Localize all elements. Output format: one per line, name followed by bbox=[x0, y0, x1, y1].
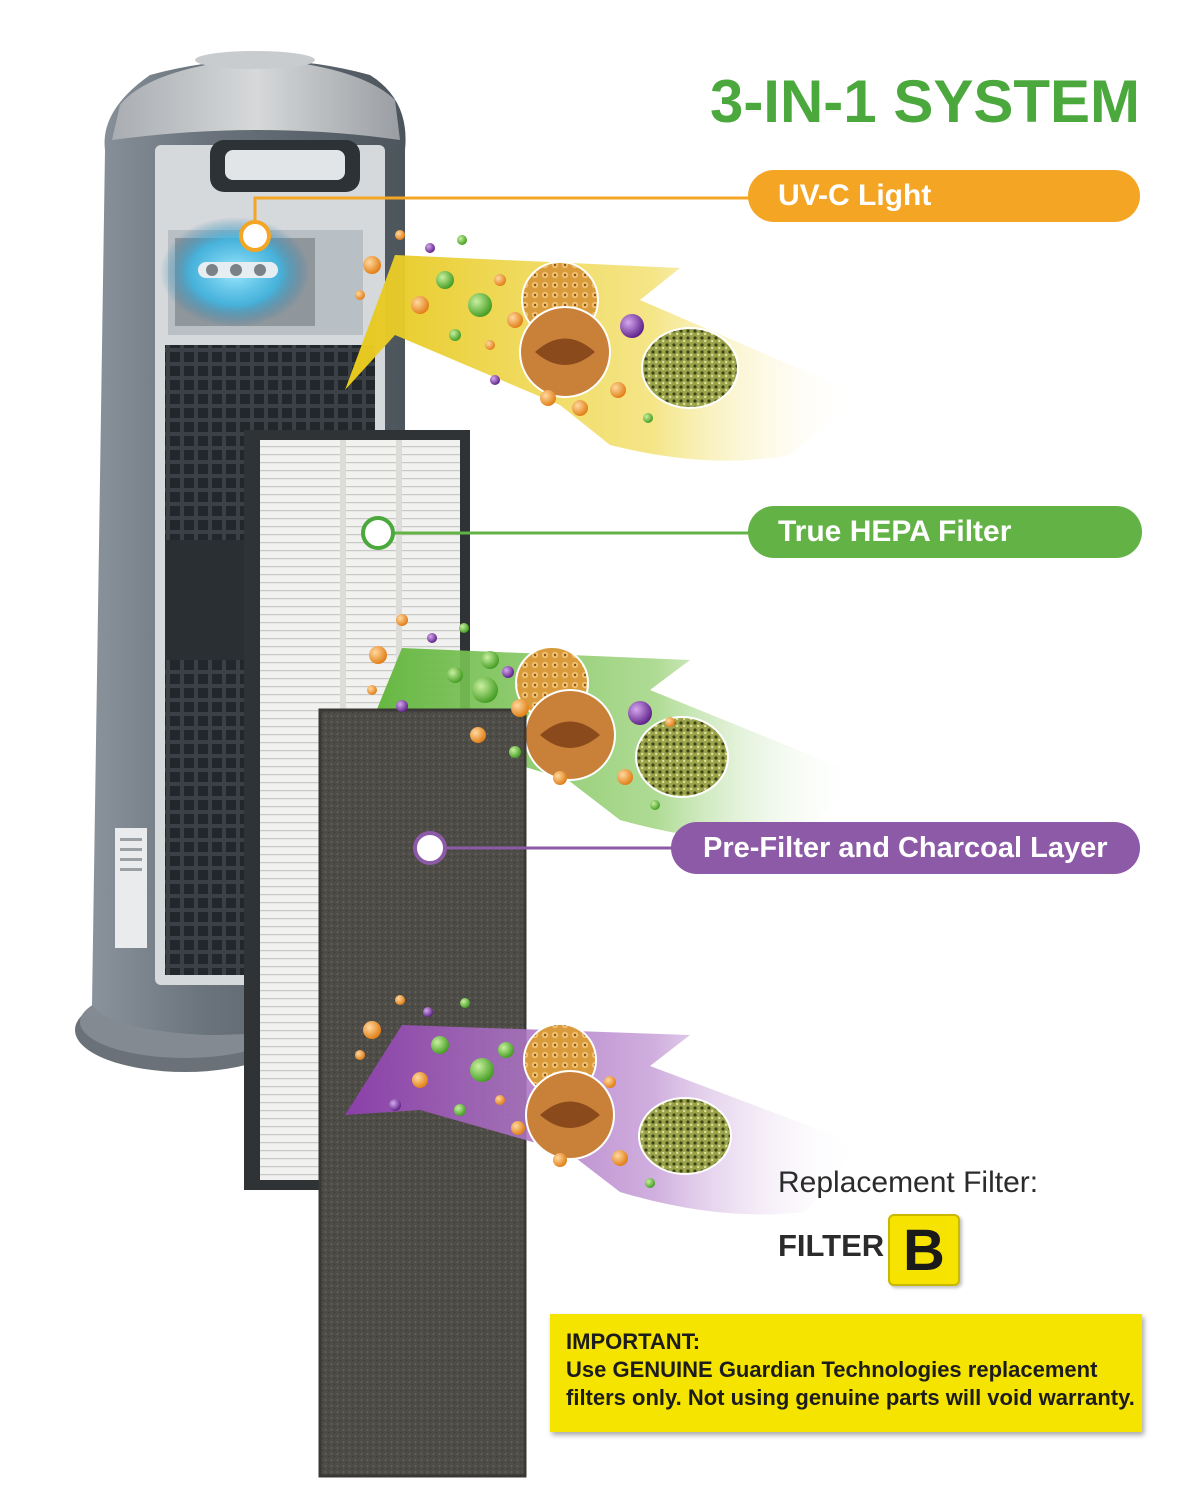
page-title: 3-IN-1 SYSTEM bbox=[709, 68, 1141, 135]
particle-flow-arrow-uvc bbox=[345, 255, 860, 461]
notice-heading: IMPORTANT: bbox=[566, 1329, 701, 1354]
particles bbox=[355, 230, 675, 1188]
callout-uvc bbox=[239, 196, 760, 252]
filter-word: FILTER bbox=[778, 1228, 885, 1263]
filter-letter-badge: B bbox=[888, 1214, 960, 1286]
notice-line-2: filters only. Not using genuine parts wi… bbox=[566, 1385, 1135, 1410]
important-notice: IMPORTANT: Use GENUINE Guardian Technolo… bbox=[550, 1314, 1142, 1432]
callout-hepa bbox=[361, 516, 760, 550]
callout-prefilter bbox=[413, 831, 680, 865]
label-prefilter-charcoal: Pre-Filter and Charcoal Layer bbox=[671, 822, 1140, 874]
replacement-filter-heading: Replacement Filter: bbox=[778, 1166, 1039, 1199]
label-true-hepa-filter: True HEPA Filter bbox=[748, 506, 1142, 558]
label-uvc-light: UV-C Light bbox=[748, 170, 1140, 222]
notice-line-1: Use GENUINE Guardian Technologies replac… bbox=[566, 1357, 1098, 1382]
